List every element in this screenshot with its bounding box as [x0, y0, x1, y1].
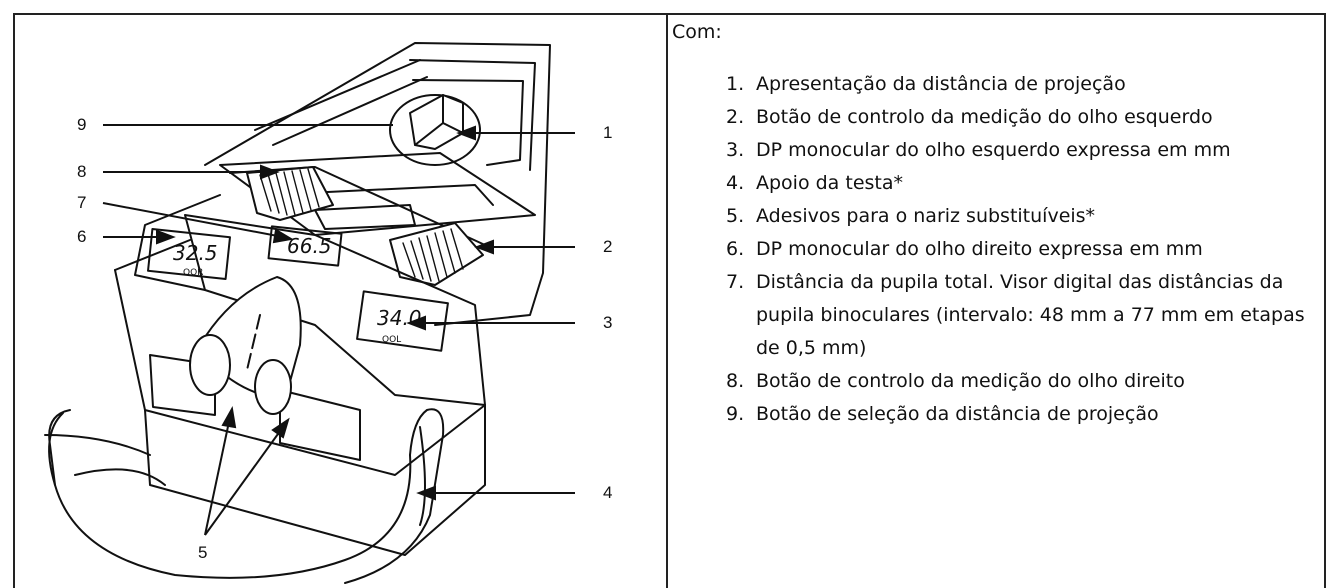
legend-number: 3. [726, 139, 745, 161]
legend-text: Botão de seleção da distância de projeçã… [756, 403, 1159, 425]
arrowhead-5b [271, 417, 290, 439]
legend-item: 6. DP monocular do olho direito expressa … [708, 233, 1308, 266]
legend-text: Distância da pupila total. Visor digital… [756, 271, 1305, 359]
rear-housing-outline [204, 42, 551, 326]
callout-2: 2 [603, 237, 613, 256]
pupilometer-drawing: 32.5 OOR 66.5 34.0 OOL [44, 42, 575, 584]
total-distance-readout: 66.5 [287, 234, 332, 258]
callout-5: 5 [198, 543, 208, 562]
legend-text: Apresentação da distância de projeção [756, 73, 1126, 95]
legend-list: 1.Apresentação da distância de projeção … [708, 68, 1308, 431]
callout-8: 8 [77, 162, 87, 181]
arrowhead-5a [221, 406, 237, 429]
arrowhead-1 [456, 125, 476, 141]
legend-intro: Com: [672, 21, 722, 43]
callout-4: 4 [603, 483, 613, 502]
left-eye-display-label: OOL [382, 335, 401, 345]
arrowhead-6 [156, 229, 176, 245]
legend-text: Botão de controlo da medição do olho dir… [756, 370, 1185, 392]
right-eye-readout: 32.5 [173, 241, 218, 265]
arrowhead-7 [272, 228, 294, 244]
left-eye-readout: 34.0 [377, 306, 422, 330]
legend-text: DP monocular do olho direito expressa em… [756, 238, 1203, 260]
legend-item: 7. Distância da pupila total. Visor digit… [708, 266, 1308, 365]
callout-7: 7 [77, 193, 87, 212]
column-divider [666, 13, 668, 588]
arrowhead-2 [474, 239, 494, 255]
legend-item: 3. DP monocular do olho esquerdo expressa… [708, 134, 1308, 167]
legend-number: 7. [726, 271, 745, 293]
legend-item: 5. Adesivos para o nariz substituíveis* [708, 200, 1308, 233]
callout-9: 9 [77, 115, 87, 134]
right-eye-display-label: OOR [183, 268, 203, 278]
content-frame [13, 13, 1326, 588]
legend-number: 4. [726, 172, 745, 194]
legend-item: 4. Apoio da testa* [708, 167, 1308, 200]
legend-item: 2. Botão de controlo da medição do olho e… [708, 101, 1308, 134]
legend-text: Apoio da testa* [756, 172, 903, 194]
legend-number: 2. [726, 106, 745, 128]
legend-item: 9. Botão de seleção da distância de proje… [708, 398, 1308, 431]
callout-3: 3 [603, 313, 613, 332]
legend-text: Adesivos para o nariz substituíveis* [756, 205, 1096, 227]
legend-number: 8. [726, 370, 745, 392]
callout-6: 6 [77, 227, 87, 246]
legend-item: 8. Botão de controlo da medição do olho d… [708, 365, 1308, 398]
arrowhead-8 [260, 164, 280, 180]
arrowhead-4 [416, 485, 436, 501]
legend-text: Botão de controlo da medição do olho esq… [756, 106, 1213, 128]
legend-number: 9. [726, 403, 745, 425]
legend-item: 1. Apresentação da distância de projeção [708, 68, 1308, 101]
legend-number: 1. [726, 73, 745, 95]
legend-number: 5. [726, 205, 745, 227]
legend-number: 6. [726, 238, 745, 260]
arrowhead-3 [406, 315, 426, 331]
legend-text: DP monocular do olho esquerdo expressa e… [756, 139, 1231, 161]
callout-1: 1 [603, 123, 613, 142]
pupilometer-illustration: 32.5 OOR 66.5 34.0 OOL [15, 15, 665, 588]
